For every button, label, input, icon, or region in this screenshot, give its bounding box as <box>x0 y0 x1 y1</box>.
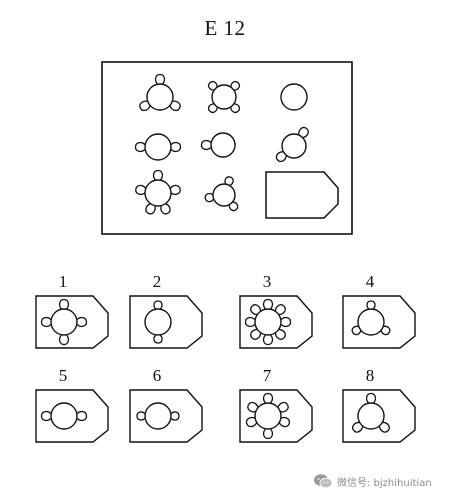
matrix-cell-2 <box>206 79 242 115</box>
option-card-outline <box>239 389 313 443</box>
outer-loop <box>248 327 263 342</box>
option-8[interactable]: 8 <box>342 366 416 443</box>
wechat-icon <box>314 474 333 489</box>
outer-loop <box>248 302 263 317</box>
option-figure <box>136 402 180 430</box>
outer-loop <box>154 73 166 85</box>
inner-loop <box>153 334 163 344</box>
matrix-cell-4 <box>134 133 182 161</box>
outer-loop <box>40 410 52 422</box>
option-figure <box>244 392 292 440</box>
option-figure <box>40 402 88 430</box>
option-1[interactable]: 1 <box>35 272 109 349</box>
answer-options: 1 2 3 4 5 6 7 8 <box>35 272 416 443</box>
inner-loop <box>350 324 363 337</box>
outer-loop <box>169 184 182 196</box>
option-card-outline <box>342 389 416 443</box>
option-figure <box>40 298 88 346</box>
option-card-outline <box>239 295 313 349</box>
outer-loop <box>58 298 70 310</box>
outer-loop <box>377 420 392 435</box>
outer-loop <box>158 202 173 216</box>
option-label: 4 <box>366 272 375 291</box>
inner-loop <box>228 79 242 93</box>
outer-loop <box>262 428 274 440</box>
inner-loop <box>379 324 392 337</box>
watermark-text: 微信号: bjzhihuitian <box>337 477 432 489</box>
option-card-outline <box>342 295 416 349</box>
outer-loop <box>134 184 147 196</box>
outer-loop <box>276 400 291 414</box>
outer-loop <box>200 139 212 151</box>
outer-loop <box>273 302 288 317</box>
outer-loop <box>296 125 311 140</box>
outer-loop <box>280 316 292 328</box>
outer-loop <box>350 420 365 435</box>
outer-loop <box>365 392 377 404</box>
inner-loop <box>153 300 163 310</box>
outer-loop <box>152 169 164 181</box>
inner-loop <box>206 79 220 93</box>
outer-loop <box>168 99 183 113</box>
outer-loop <box>244 316 256 328</box>
puzzle-title: E 12 <box>204 16 246 40</box>
outer-loop <box>58 334 70 346</box>
matrix-cell-3 <box>280 83 308 111</box>
matrix-frame <box>101 61 353 235</box>
option-3[interactable]: 3 <box>239 272 313 349</box>
outer-loop <box>40 316 52 328</box>
inner-loop <box>203 192 215 203</box>
outer-loop <box>134 141 146 153</box>
option-figure <box>350 300 392 337</box>
option-label: 8 <box>366 366 375 385</box>
option-figure <box>350 392 392 435</box>
option-card-outline <box>129 295 203 349</box>
answer-slot <box>265 171 339 219</box>
option-label: 5 <box>59 366 68 385</box>
option-4[interactable]: 4 <box>342 272 416 349</box>
option-7[interactable]: 7 <box>239 366 313 443</box>
outer-loop <box>76 410 88 422</box>
inner-loop <box>170 411 180 421</box>
outer-loop <box>170 141 182 153</box>
option-card-outline <box>35 389 109 443</box>
outer-loop <box>245 400 260 414</box>
outer-loop <box>137 99 152 113</box>
matrix-cell-8 <box>203 175 240 213</box>
option-5[interactable]: 5 <box>35 366 109 443</box>
option-label: 2 <box>153 272 162 291</box>
matrix-cell-1 <box>137 73 183 113</box>
option-label: 6 <box>153 366 162 385</box>
matrix-cell-5 <box>200 132 236 158</box>
option-label: 1 <box>59 272 68 291</box>
outer-loop <box>76 316 88 328</box>
watermark: 微信号: bjzhihuitian <box>313 472 432 490</box>
inner-loop <box>206 101 220 115</box>
inner-loop <box>228 101 242 115</box>
outer-loop <box>274 149 289 164</box>
outer-loop <box>262 298 274 310</box>
matrix-grid <box>134 73 311 216</box>
outer-loop <box>262 392 274 404</box>
inner-loop <box>366 300 376 310</box>
outer-loop <box>273 327 288 342</box>
option-label: 7 <box>263 366 272 385</box>
option-label: 3 <box>263 272 272 291</box>
option-2[interactable]: 2 <box>129 272 203 349</box>
inner-loop <box>136 411 146 421</box>
matrix-cell-7 <box>134 169 182 216</box>
option-figure <box>244 298 292 346</box>
inner-loop <box>227 200 240 213</box>
matrix-cell-6 <box>274 125 311 164</box>
option-card-outline <box>35 295 109 349</box>
option-6[interactable]: 6 <box>129 366 203 443</box>
option-card-outline <box>129 389 203 443</box>
outer-loop <box>262 334 274 346</box>
option-figure <box>144 300 172 344</box>
outer-loop <box>143 202 158 216</box>
